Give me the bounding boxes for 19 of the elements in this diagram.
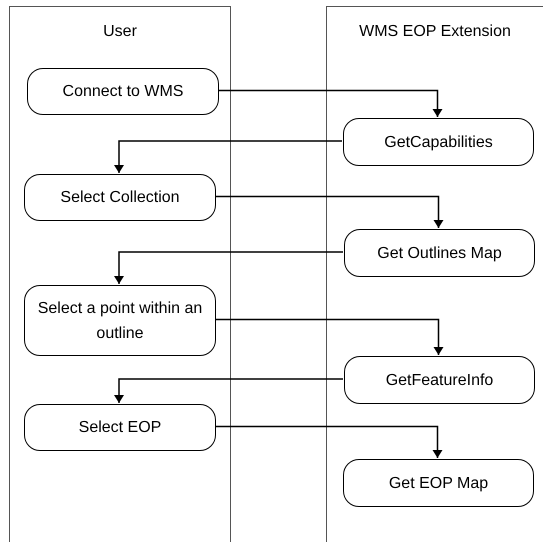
process-box: Select EOP [24,404,216,451]
swimlane [326,6,543,542]
process-box: Get Outlines Map [344,229,535,277]
arrow [114,251,343,284]
process-box: GetCapabilities [343,118,534,166]
swimlane [9,6,231,542]
process-box: Connect to WMS [27,68,219,115]
arrow [215,426,442,458]
arrow [215,318,444,355]
arrow [114,378,343,403]
arrow [215,196,444,228]
process-box: Select a point within an outline [24,285,216,356]
process-box: Get EOP Map [343,459,534,507]
lane-title: WMS EOP Extension [358,22,512,42]
arrow [114,140,342,173]
process-box: GetFeatureInfo [344,356,535,404]
process-box: Select Collection [24,174,216,221]
arrow [218,90,442,117]
lane-title: User [102,22,138,42]
